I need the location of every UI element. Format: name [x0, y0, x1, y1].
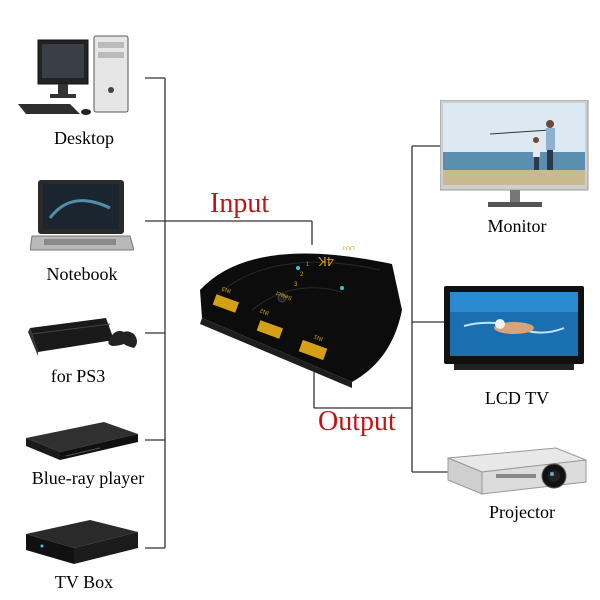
game-console-icon [22, 308, 142, 363]
switch-out-label: OUT [342, 244, 355, 250]
input-label-desktop: Desktop [54, 128, 114, 148]
switch-led-number-1: 1 [306, 262, 310, 268]
input-label-bluray: Blue-ray player [31, 468, 145, 488]
desktop-computer-icon [14, 30, 144, 125]
switch-4k-badge: 4K [318, 254, 334, 269]
tv-box-icon [20, 512, 144, 575]
lcd-tv-icon [444, 286, 586, 383]
laptop-icon [29, 178, 135, 263]
output-label-lcd-tv: LCD TV [484, 388, 550, 408]
monitor-icon [439, 99, 590, 217]
switch-led-number-2: 2 [300, 272, 304, 278]
output-label-projector: Projector [489, 502, 555, 522]
output-label-monitor: Monitor [487, 216, 547, 236]
output-heading: Output [318, 406, 396, 437]
input-label-ps3: for PS3 [50, 366, 106, 386]
input-heading: Input [210, 188, 270, 219]
projector-icon [446, 444, 588, 505]
input-label-tvbox: TV Box [54, 572, 114, 592]
switch-led-number-3: 3 [294, 282, 298, 288]
hdmi-switch-icon [192, 240, 407, 395]
input-label-notebook: Notebook [46, 264, 118, 284]
bluray-player-icon [20, 412, 144, 469]
